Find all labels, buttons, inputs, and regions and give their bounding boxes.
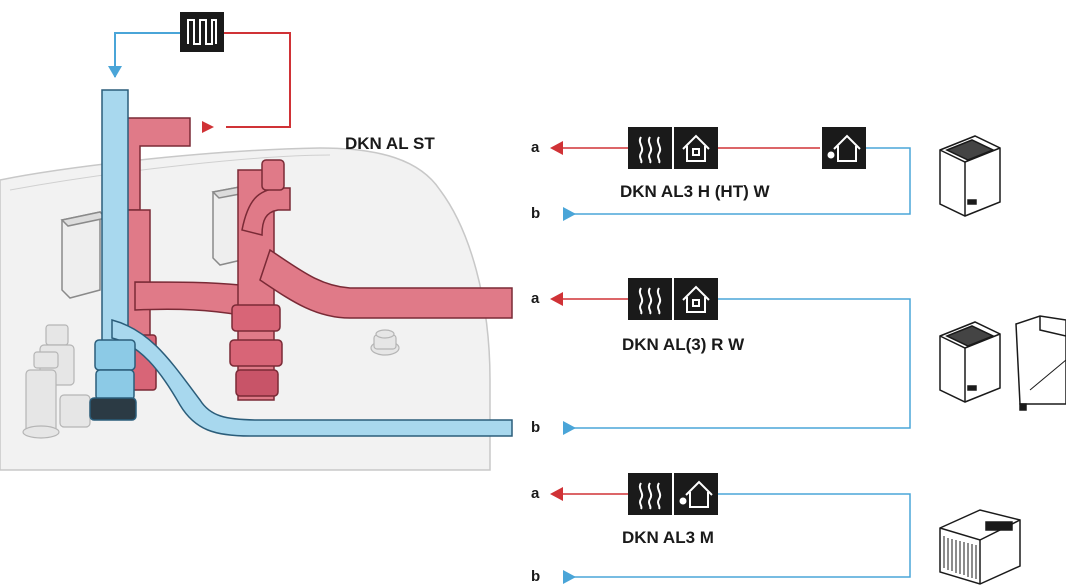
house-icon: [674, 278, 718, 320]
port-a-label: a: [531, 139, 540, 156]
radiator-heating-icon: [628, 127, 672, 169]
radiator-heating-icon: [628, 473, 672, 515]
main-unit-label: DKN AL ST: [345, 134, 435, 153]
house-with-sensor-icon: [674, 473, 718, 515]
supply-arrow-icon: [202, 121, 214, 133]
radiator-heating-icon: [628, 278, 672, 320]
monobloc-outdoor-unit-icon: [939, 509, 1021, 585]
underfloor-heating-icon: [180, 12, 224, 52]
flow-arrows: [550, 141, 576, 584]
port-b-label: b: [531, 205, 541, 222]
house-icon: [674, 127, 718, 169]
return-arrow-icon: [108, 66, 122, 78]
unit-label: DKN AL3 M: [622, 528, 714, 547]
top-emitter-loop: [108, 12, 291, 133]
spare-fittings: [22, 324, 400, 439]
return-pipes: [89, 89, 513, 437]
port-b-label: b: [531, 419, 541, 436]
unit-label: DKN AL(3) R W: [622, 335, 745, 354]
unit-label: DKN AL3 H (HT) W: [620, 182, 770, 201]
port-a-label: a: [531, 290, 540, 307]
connection-lines: [560, 147, 911, 578]
indoor-wall-unit-icon: [939, 321, 1001, 403]
floor-standing-unit-icon: [1015, 315, 1066, 411]
port-b-label: b: [531, 568, 541, 585]
house-with-sensor-icon: [822, 127, 866, 169]
indoor-wall-unit-icon: [939, 135, 1001, 217]
port-a-label: a: [531, 485, 540, 502]
